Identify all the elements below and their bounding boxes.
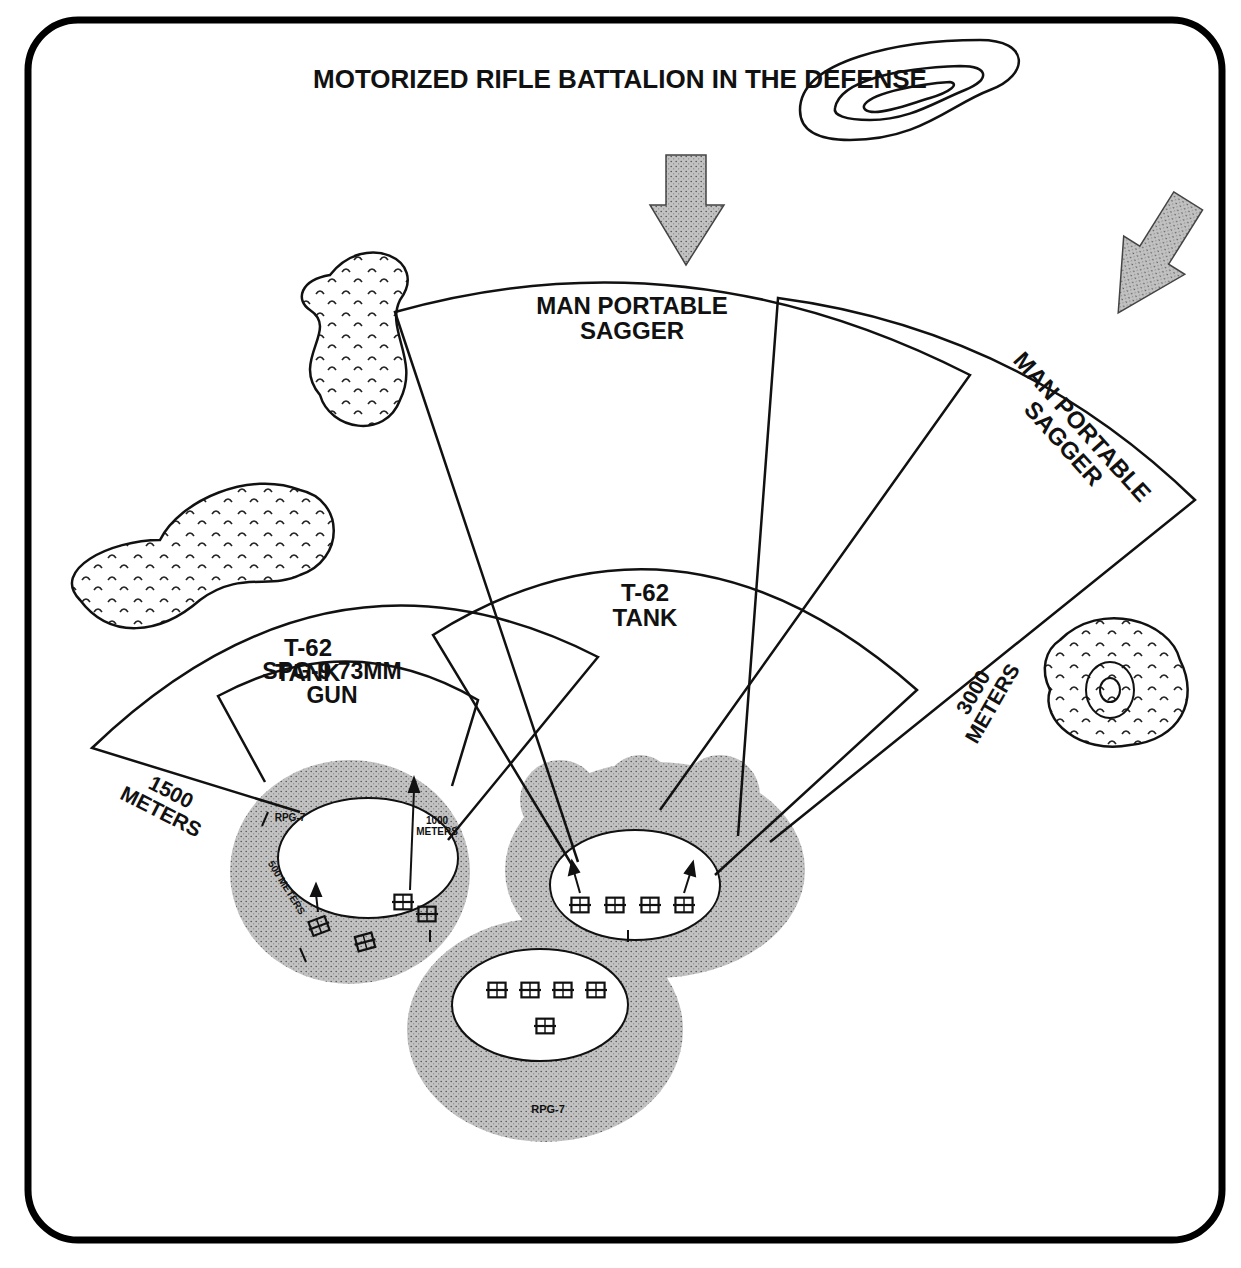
vehicle-symbol [585, 983, 607, 998]
range-arrow [262, 812, 268, 826]
woods [72, 484, 334, 629]
diagram-title: MOTORIZED RIFLE BATTALION IN THE DEFENSE [120, 66, 1120, 93]
weapon-label: RPG-7 [518, 1104, 578, 1116]
woods-contour [1086, 662, 1134, 718]
weapon-label: SPG-9 73MM GUN [257, 659, 407, 707]
vehicle-symbol [552, 983, 574, 998]
company-position [230, 760, 470, 984]
range-arrow [311, 884, 321, 896]
company-position [230, 755, 805, 1142]
vehicle-symbol [306, 915, 332, 936]
vehicle-symbol [416, 907, 438, 922]
attack-arrow [650, 155, 724, 265]
range-arrow [684, 874, 690, 893]
range-arrow [262, 778, 695, 962]
fire-sector [92, 282, 1195, 875]
vehicle-symbol [673, 898, 695, 913]
attack-arrow [1088, 182, 1219, 332]
position-outline [278, 798, 720, 1061]
boundary-tick [627, 930, 629, 942]
attack-arrow [650, 155, 1219, 332]
woods [302, 253, 408, 426]
woods-contour [1100, 678, 1120, 702]
vehicle-symbol [639, 898, 661, 913]
woods-contour [1086, 662, 1134, 718]
company-position [605, 755, 675, 825]
weapon-label: T-62 TANK [600, 580, 690, 630]
fire-sector [738, 298, 1195, 842]
range-arrow [300, 948, 306, 962]
vehicle-symbol [519, 983, 541, 998]
range-label: 1000 METERS [407, 816, 467, 837]
range-arrow [685, 862, 695, 876]
frame [28, 20, 1222, 1240]
position-outline [452, 949, 628, 1061]
vehicle-symbol [352, 932, 377, 952]
fire-sector [433, 569, 917, 875]
range-arrow [410, 790, 414, 890]
boundary-tick [430, 930, 628, 942]
woods [1045, 618, 1188, 747]
range-arrow [569, 861, 579, 875]
vehicle-symbol [534, 1019, 556, 1034]
weapon-label: RPG-7 [265, 813, 315, 824]
attack-arrow [1088, 182, 1219, 332]
position-outline [550, 830, 720, 940]
vehicle-symbol [306, 895, 695, 1034]
vehicle-symbol [486, 983, 508, 998]
vehicle-symbol [392, 895, 414, 910]
vehicle-symbol [604, 898, 626, 913]
company-position [407, 918, 683, 1142]
boundary-tick [429, 930, 431, 942]
range-arrow [574, 872, 580, 893]
weapon-label: MAN PORTABLE SAGGER [522, 293, 742, 343]
vehicle-symbol [569, 898, 591, 913]
range-arrow [409, 778, 419, 792]
